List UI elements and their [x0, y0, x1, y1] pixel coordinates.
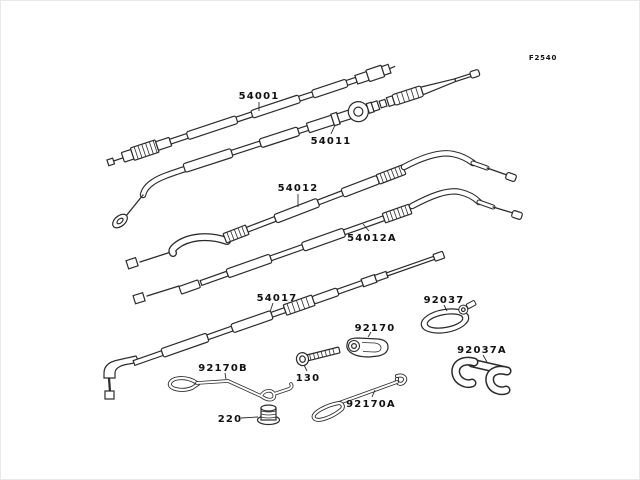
- inner-wire: [146, 285, 180, 297]
- knurled-ferrule: [381, 203, 413, 224]
- cable-end-barrel: [505, 171, 517, 183]
- inner-wire: [139, 251, 172, 263]
- part-label-92170A: 92170A: [346, 399, 396, 410]
- housing-sleeves: [186, 79, 349, 140]
- housing-sleeves: [182, 124, 310, 173]
- part-label-92037: 92037: [424, 295, 465, 306]
- ferrule: [360, 270, 389, 288]
- adjuster-assembly: [306, 95, 396, 134]
- part-label-220: 220: [218, 414, 242, 425]
- inner-wire: [125, 194, 144, 217]
- connector: [354, 63, 396, 85]
- part-92170B-wire-clip: [167, 376, 294, 402]
- inner-rod: [385, 255, 436, 277]
- leader-92170: [367, 331, 372, 338]
- cable-54012A-body: [178, 203, 413, 295]
- housing-bend: [139, 164, 192, 199]
- cable-54011: [112, 69, 481, 229]
- leader-220: [240, 416, 259, 419]
- fiche-code: F2540: [529, 54, 557, 62]
- leader-130: [303, 364, 308, 372]
- part-label-130: 130: [296, 373, 320, 384]
- cable-54012-body: [222, 164, 407, 244]
- cable-54012: [125, 150, 517, 270]
- housing-hook-end: [408, 188, 523, 220]
- housing-sleeves: [245, 175, 380, 233]
- part-92037A-double-clamp: [451, 356, 512, 396]
- cable-end-cap: [432, 250, 446, 262]
- part-label-92037A: 92037A: [457, 345, 507, 356]
- leader-92170A: [371, 389, 376, 398]
- part-label-92170B: 92170B: [198, 363, 248, 374]
- part-130-screw: [295, 346, 341, 367]
- right-clamp: [485, 365, 512, 396]
- housing-sleeves: [199, 215, 386, 287]
- cable-54012A: [132, 188, 523, 305]
- knurled-adjuster: [222, 224, 250, 244]
- cable-end-disc: [112, 213, 128, 229]
- leader-92170B: [224, 372, 227, 380]
- part-92170A-wire-clip: [311, 373, 408, 422]
- part-label-54017: 54017: [257, 293, 298, 304]
- part-92037-clamp: [420, 300, 477, 334]
- cable-end-barrel: [511, 210, 523, 220]
- cable-54011-body: [182, 69, 481, 173]
- cable-end-terminal: [125, 256, 139, 270]
- screw-head: [295, 352, 310, 367]
- elbow-pin-tip: [104, 390, 115, 400]
- left-clamp: [451, 356, 479, 389]
- cable-54017-body: [132, 250, 446, 367]
- part-label-54011: 54011: [311, 136, 352, 147]
- guide-elbow: [168, 233, 231, 257]
- cable-end-terminal: [132, 291, 146, 305]
- cable-54001-body: [106, 63, 396, 167]
- leader-lines: [224, 102, 488, 419]
- housing-hook-end: [400, 150, 517, 183]
- clamp-bolt-boss: [458, 304, 469, 315]
- cable-end-rod: [420, 69, 481, 96]
- ferrule: [120, 136, 173, 163]
- leader-92037A: [482, 354, 488, 363]
- leader-54011: [330, 124, 336, 135]
- part-label-54001: 54001: [239, 91, 280, 102]
- ribbed-ferrule: [391, 85, 424, 106]
- elbow-fitting: [103, 355, 140, 400]
- part-label-54012A: 54012A: [347, 233, 397, 244]
- cable-54001: [106, 63, 396, 167]
- part-220-grommet: [256, 404, 281, 426]
- end-fitting: [178, 279, 201, 295]
- adjuster-wheel: [347, 101, 369, 123]
- cable-54017: [103, 250, 446, 400]
- part-label-92170: 92170: [355, 323, 396, 334]
- bracket-screw-boss: [348, 340, 360, 352]
- leader-54012A: [362, 223, 370, 232]
- leader-92037: [443, 304, 448, 312]
- part-label-54012: 54012: [278, 183, 319, 194]
- housing-sleeves: [132, 306, 287, 367]
- part-92170-bracket: [346, 337, 389, 358]
- leader-54017: [269, 302, 274, 313]
